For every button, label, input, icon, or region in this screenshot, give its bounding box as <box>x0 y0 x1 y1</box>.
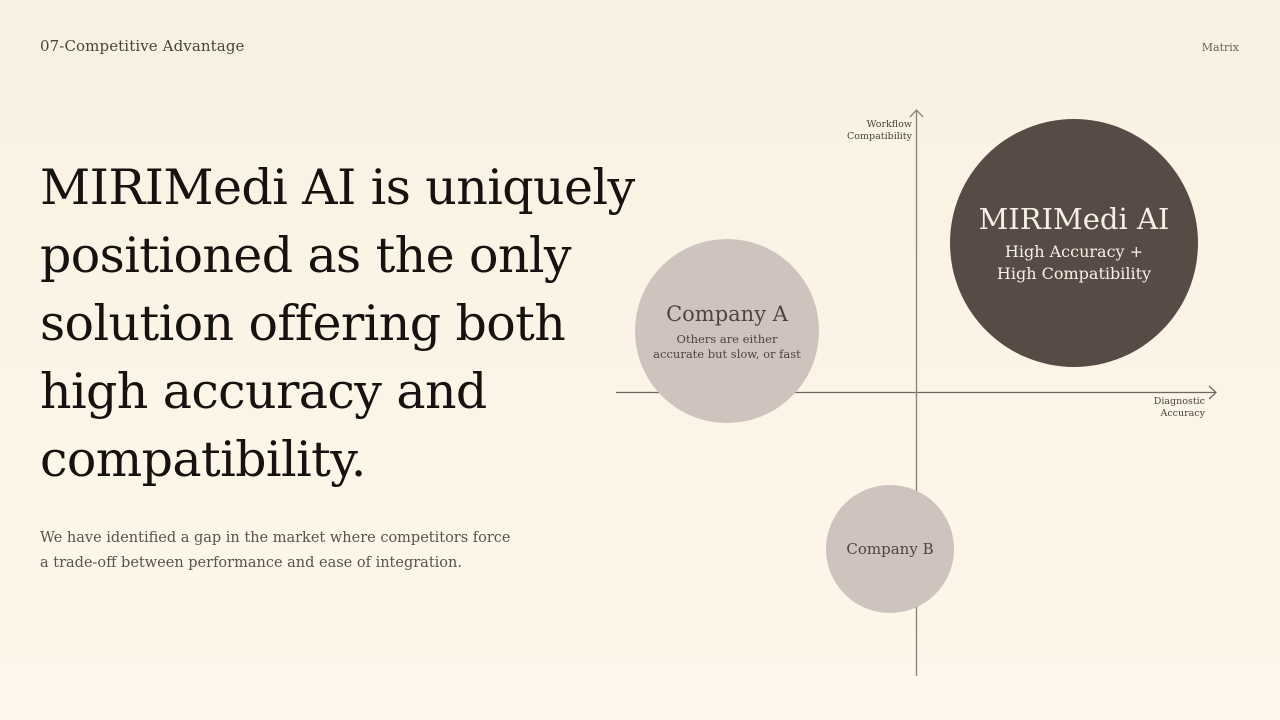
bubble-mirimedi-ai: MIRIMedi AI High Accuracy + High Compati… <box>950 119 1198 367</box>
bubble-title: Company B <box>846 540 934 558</box>
headline: MIRIMedi AI is uniquely positioned as th… <box>40 159 635 488</box>
bubble-company-b: Company B <box>826 485 954 613</box>
x-axis-arrow-icon <box>1208 385 1217 400</box>
bubble-subtitle-line1: Others are either <box>676 332 778 346</box>
page-tag: Matrix <box>1201 41 1239 54</box>
x-axis-label-line1: Diagnostic <box>1153 396 1205 407</box>
bubble-company-a: Company A Others are either accurate but… <box>635 239 819 423</box>
subtext: We have identified a gap in the market w… <box>40 530 511 571</box>
y-axis-label: Workflow Compatibility <box>847 119 912 143</box>
x-axis-label-line2: Accuracy <box>1160 408 1205 419</box>
bubble-subtitle-line1: High Accuracy + <box>1004 242 1144 261</box>
bubble-title: Company A <box>666 302 788 326</box>
x-axis-label: Diagnostic Accuracy <box>1154 396 1205 420</box>
y-axis-arrow-icon <box>909 108 924 118</box>
bubble-title: MIRIMedi AI <box>978 202 1170 236</box>
y-axis-label-line1: Workflow <box>866 119 912 130</box>
bubble-subtitle-line2: accurate but slow, or fast <box>653 347 801 361</box>
y-axis-label-line2: Compatibility <box>847 131 912 142</box>
bubble-subtitle-line2: High Compatibility <box>996 264 1152 283</box>
section-label: 07-Competitive Advantage <box>40 37 245 55</box>
